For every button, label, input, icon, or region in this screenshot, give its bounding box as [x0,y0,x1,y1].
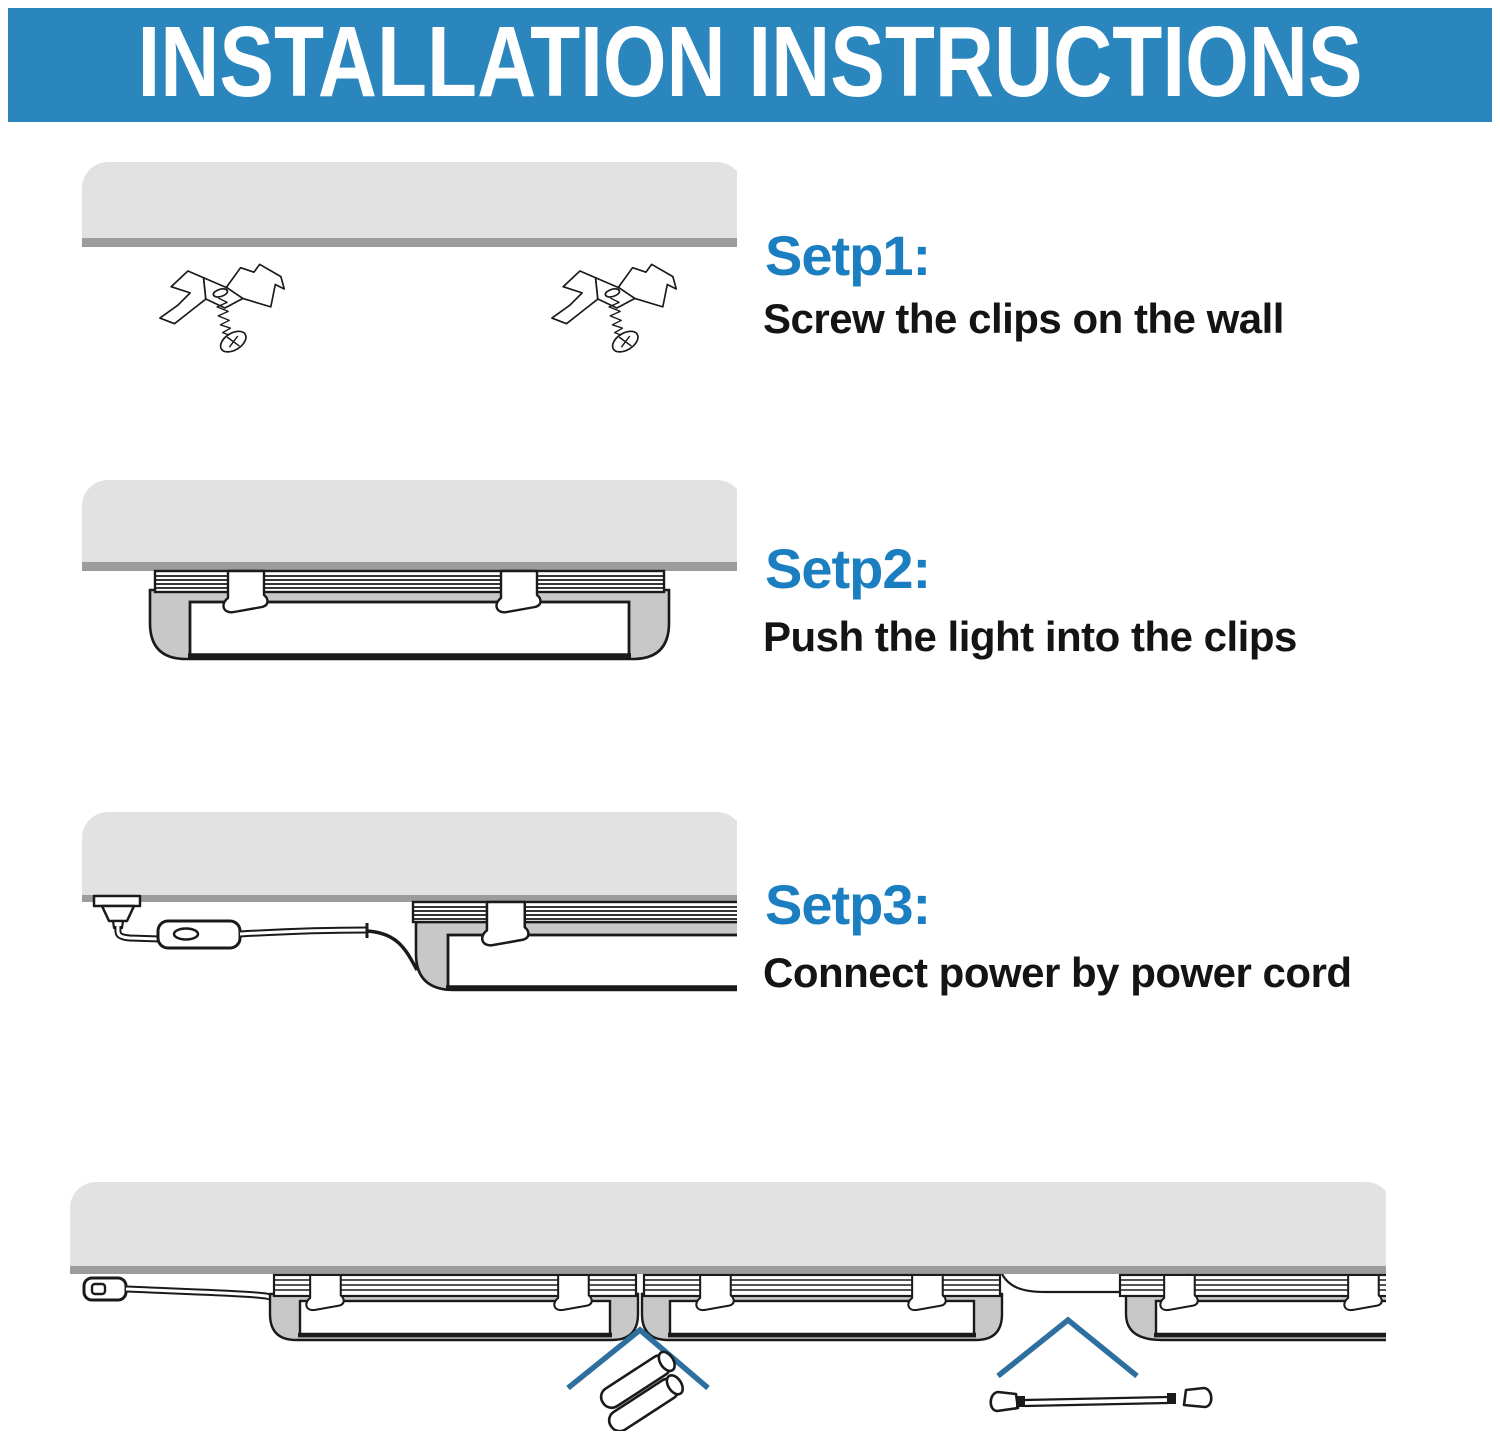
step1-panel [82,162,743,417]
direct-joint-connector-icon [599,1350,684,1431]
led-light-fixture [268,1273,640,1342]
step1-illustration [82,162,737,357]
mounting-clip [1343,1273,1383,1312]
wall [70,1182,1386,1266]
step3-title: Setp3: [765,873,931,936]
power-plug [92,894,142,930]
step2-illustration [82,480,737,661]
step2-title: Setp2: [765,537,931,600]
diffuser [188,600,631,657]
mounting-clip [480,900,530,947]
step1-description: Screw the clips on the wall [763,295,1284,342]
step3-illustration [82,812,737,992]
wall-edge [82,895,737,902]
wall-edge [70,1266,1386,1274]
linking-cable-connector-icon [989,1386,1213,1413]
power-cord [125,1285,291,1315]
mounting-clip [695,1273,735,1312]
mounting-clip [495,569,542,614]
connector-arrow-icon [566,1326,710,1391]
led-light-fixture [1118,1273,1386,1342]
step3-description: Connect power by power cord [763,949,1352,996]
step2-description: Push the light into the clips [763,613,1297,660]
step3-panel [82,812,743,1068]
linking-panel [70,1182,1392,1437]
header-banner: INSTALLATION INSTRUCTIONS [8,6,1492,122]
wall-edge [82,238,737,247]
header-title-svg: INSTALLATION INSTRUCTIONS [138,6,1363,118]
inline-switch [156,919,242,950]
led-light-fixture [411,900,737,992]
step2-panel [82,480,743,737]
wall [82,480,737,562]
wall [82,162,737,238]
wall [82,812,737,895]
mounting-clip [1159,1273,1199,1312]
power-plug-connector [82,1276,128,1302]
connector-arrow-icon [996,1316,1139,1379]
power-cord [114,925,161,943]
page-title: INSTALLATION INSTRUCTIONS [138,8,1363,118]
mounting-clip [907,1273,947,1312]
wall-edge [82,562,737,571]
led-light-fixture [640,1273,1004,1342]
step1-title: Setp1: [765,224,931,287]
diffuser [446,933,737,989]
linked-lights-illustration [70,1182,1386,1431]
mounting-clip-screw-icon [551,263,678,357]
led-light-fixture [148,569,671,661]
mounting-clip [553,1273,593,1312]
mounting-clip [305,1273,345,1312]
mounting-clip [222,569,269,614]
mounting-clip-screw-icon [159,263,286,357]
power-cord [239,923,419,971]
